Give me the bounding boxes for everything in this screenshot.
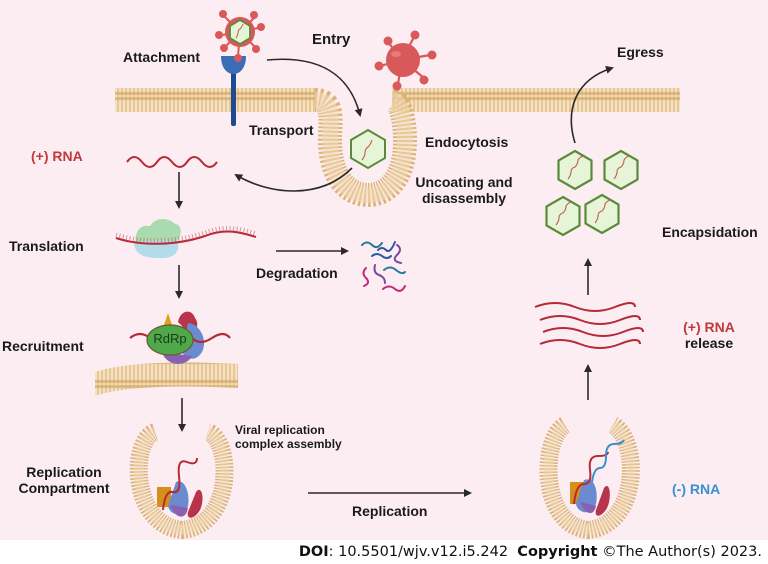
doi-label: DOI — [298, 544, 329, 560]
transport-arrow — [234, 167, 353, 192]
label-rdrp: RdRp — [153, 331, 187, 346]
life-cycle-diagram — [95, 10, 680, 540]
label-recruitment: Recruitment — [2, 338, 84, 354]
released-plus-rna-strands — [534, 302, 644, 349]
plus-rna-strand — [126, 156, 218, 168]
label-minus-rna: (-) RNA — [672, 481, 721, 497]
citation-text: DOI: 10.5501/wjv.v12.i5.242 Copyright ©T… — [299, 544, 762, 560]
er-membrane-patch — [95, 362, 238, 396]
replication-compartment-left — [129, 423, 234, 540]
label-viral-replication-complex: Viral replication complex assembly — [235, 423, 342, 452]
label-degradation: Degradation — [256, 265, 338, 281]
label-attachment: Attachment — [123, 49, 201, 65]
label-egress: Egress — [617, 44, 664, 60]
plasma-membrane — [115, 88, 680, 208]
label-replication-compartment-line1: Replication — [26, 464, 102, 480]
label-uncoating-line2: disassembly — [421, 190, 507, 207]
doi-value: : 10.5501/wjv.v12.i5.242 — [328, 544, 509, 560]
label-uncoating-line1: Uncoating and — [415, 174, 513, 190]
citation-footer: DOI: 10.5501/wjv.v12.i5.242 Copyright ©T… — [0, 540, 768, 564]
membrane-right-segment — [392, 88, 680, 112]
capsid — [603, 149, 639, 191]
label-transport: Transport — [249, 122, 314, 138]
label-plus-rna-release-line2: release — [684, 335, 734, 352]
diagram-canvas: Attachment Entry Transport Endocytosis U… — [0, 0, 768, 540]
label-replication-compartment: Replication Compartment — [14, 464, 114, 496]
free-virion — [374, 30, 437, 91]
capsid — [557, 149, 593, 191]
capsid — [545, 195, 581, 237]
mrna-strand — [115, 230, 257, 245]
membrane-left-segment — [115, 88, 315, 112]
capsid — [584, 193, 620, 235]
minus-strand-right — [591, 439, 625, 483]
copyright-label: Copyright — [517, 544, 598, 560]
label-viral-replication-line1: Viral replication — [235, 423, 325, 437]
label-plus-rna-release-line1: (+) RNA — [683, 319, 735, 335]
label-entry: Entry — [312, 31, 351, 48]
label-replication-compartment-line2: Compartment — [18, 480, 110, 497]
encapsidated-virions — [545, 149, 639, 237]
degraded-rna-fragments — [361, 241, 406, 292]
copyright-value: ©The Author(s) 2023. — [597, 544, 762, 560]
label-endocytosis: Endocytosis — [425, 134, 509, 150]
label-plus-rna-release: (+) RNA release — [677, 319, 741, 351]
label-uncoating: Uncoating and disassembly — [412, 174, 516, 206]
egress-arrow — [570, 66, 614, 144]
attached-virus — [215, 10, 265, 62]
entry-arrow — [266, 58, 363, 117]
label-viral-replication-line2: complex assembly — [235, 436, 342, 451]
replication-compartment-right — [539, 417, 640, 540]
label-plus-rna: (+) RNA — [31, 148, 83, 164]
receptor-cup — [221, 56, 246, 74]
ribosome — [134, 219, 181, 259]
label-replication: Replication — [352, 503, 428, 519]
label-translation: Translation — [9, 238, 84, 254]
rdrp-enzyme — [146, 324, 194, 356]
plus-strand-right — [573, 451, 609, 505]
capsid-in-endosome — [350, 128, 386, 170]
label-encapsidation: Encapsidation — [662, 224, 758, 240]
receptor-stem — [231, 72, 236, 126]
